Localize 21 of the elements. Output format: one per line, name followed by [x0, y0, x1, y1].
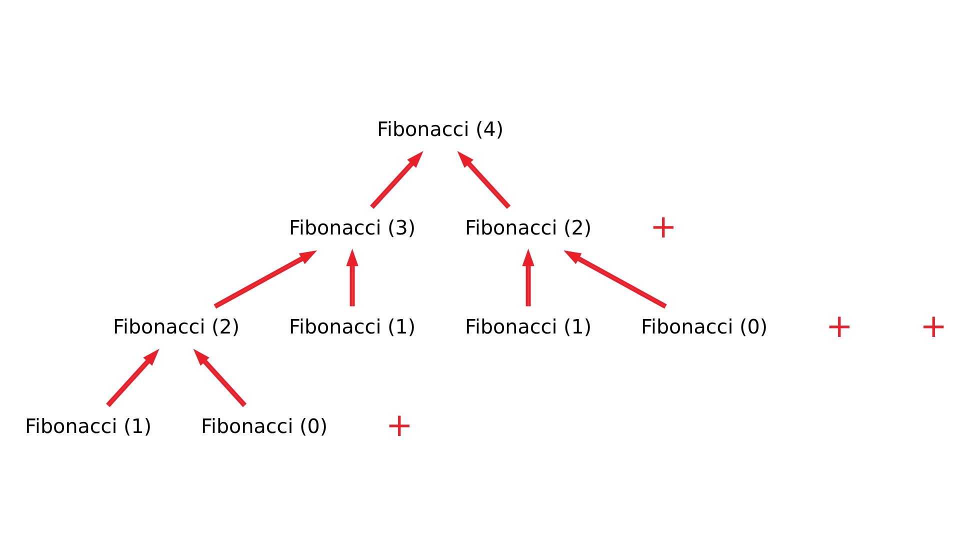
node-text: Fibonacci (3): [288, 216, 416, 240]
node-text: Fibonacci (1): [24, 414, 152, 438]
node-text: Fibonacci (2): [112, 316, 240, 339]
arrow: [370, 151, 423, 209]
node-text: Fibonacci (0): [640, 316, 768, 339]
label: +: [649, 208, 676, 246]
node-text: Fibonacci (1): [288, 316, 416, 339]
arrow: [192, 348, 246, 408]
arrow: [106, 348, 159, 408]
node-text: Fibonacci (1): [464, 316, 592, 339]
label: +: [920, 306, 947, 345]
node-text: Fibonacci (0): [200, 414, 328, 438]
label: +: [825, 306, 852, 345]
arrow: [563, 250, 666, 309]
node-text: Fibonacci (4): [376, 118, 504, 141]
arrow: [456, 151, 510, 209]
arrow: [522, 248, 534, 306]
label: +: [385, 406, 412, 444]
node-text: Fibonacci (2): [464, 216, 592, 240]
arrow: [213, 250, 317, 309]
arrow: [346, 248, 358, 306]
